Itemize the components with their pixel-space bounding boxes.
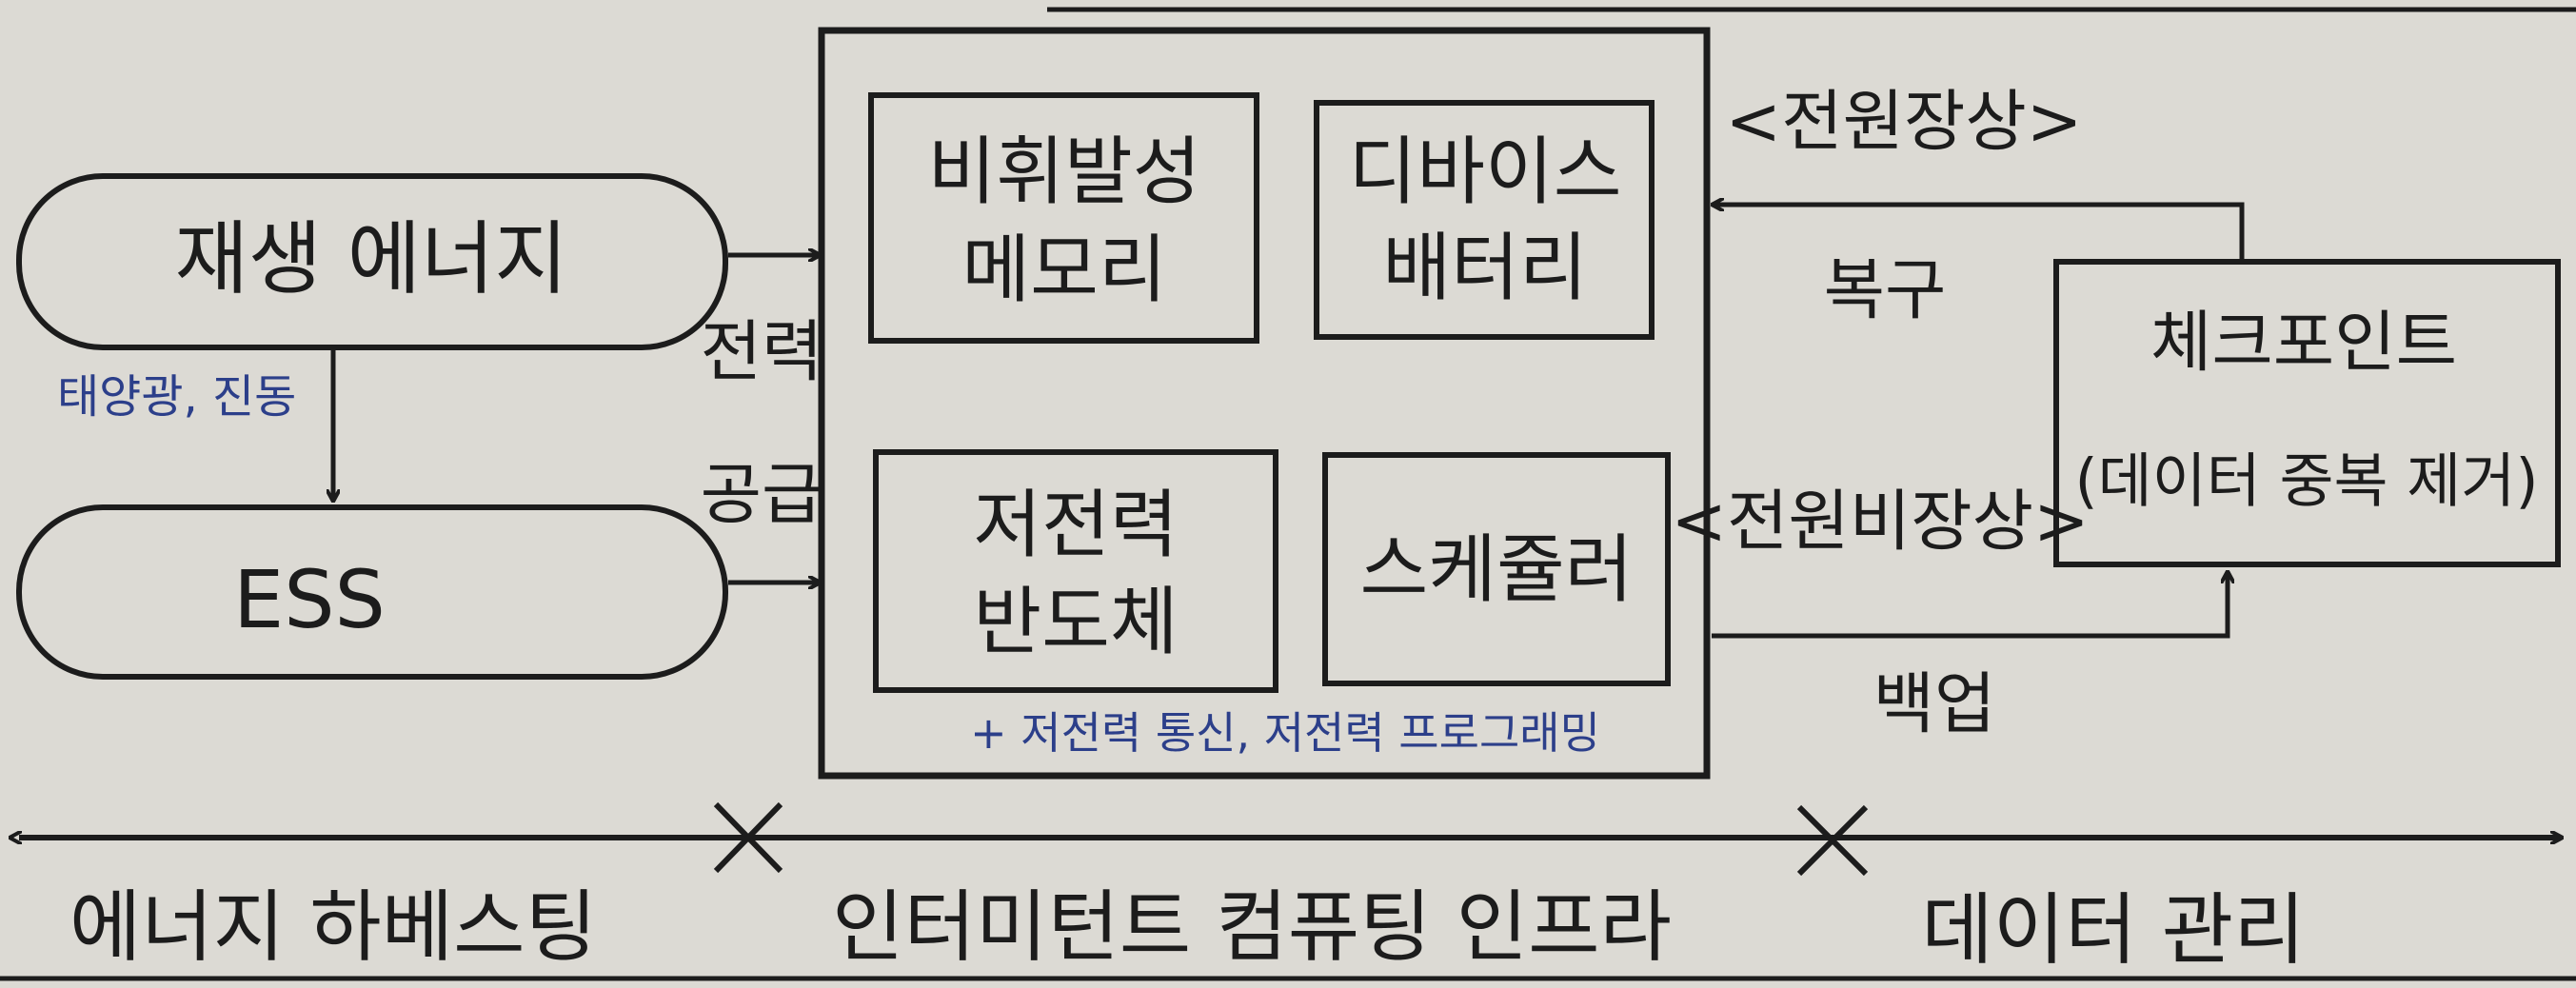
power-failure-top-label: <전원장상>: [1725, 82, 2083, 161]
device-battery-box: [1314, 100, 1655, 340]
backup-label: 백업: [1873, 664, 1996, 743]
separator-mark-left-b: [713, 801, 783, 874]
recovery-label: 복구: [1823, 250, 1947, 329]
power-failure-bottom-label: <전원비장상>: [1671, 482, 2090, 561]
core-footnote: + 저전력 통신, 저전력 프로그래밍: [970, 706, 1600, 759]
arrow-recovery: [1714, 205, 2245, 259]
low-power-processor-label-line1: 저전력: [973, 483, 1179, 569]
checkpoint-label-line2: (데이터 중복 제거): [2074, 445, 2539, 516]
checkpoint-box: [2053, 259, 2561, 567]
power-supply-label-line2: 공급: [700, 455, 823, 534]
renewable-energy-pill: [16, 173, 728, 350]
nonvolatile-memory-label-line2: 메모리: [961, 227, 1167, 314]
renewable-examples-label: 태양광, 진동: [57, 370, 297, 424]
ess-pill: [16, 504, 728, 680]
data-management-label: 데이터 관리: [1921, 884, 2306, 976]
power-supply-label-line1: 전력: [700, 312, 823, 391]
device-battery-label-line2: 배터리: [1382, 226, 1588, 312]
core-system-box: [818, 27, 1711, 780]
low-power-processor-label-line2: 반도체: [973, 580, 1179, 666]
checkpoint-label-line1: 체크포인트: [2150, 303, 2457, 382]
device-battery-label-line1: 디바이스: [1348, 129, 1622, 216]
nonvolatile-memory-label-line1: 비휘발성: [927, 129, 1201, 216]
scheduler-box: [1322, 452, 1671, 686]
arrow-backup: [1712, 573, 2228, 639]
nonvolatile-memory-box: [868, 92, 1259, 344]
intermittent-computing-label: 인터미턴트 컴퓨팅 인프라: [832, 881, 1672, 973]
separator-mark-right-b: [1796, 804, 1869, 877]
scheduler-label: 스케쥴러: [1359, 527, 1634, 614]
ess-label: ESS: [233, 552, 386, 646]
renewable-energy-label: 재생 에너지: [174, 211, 568, 306]
energy-harvesting-label: 에너지 하베스팅: [69, 881, 598, 973]
low-power-processor-box: [873, 449, 1278, 693]
